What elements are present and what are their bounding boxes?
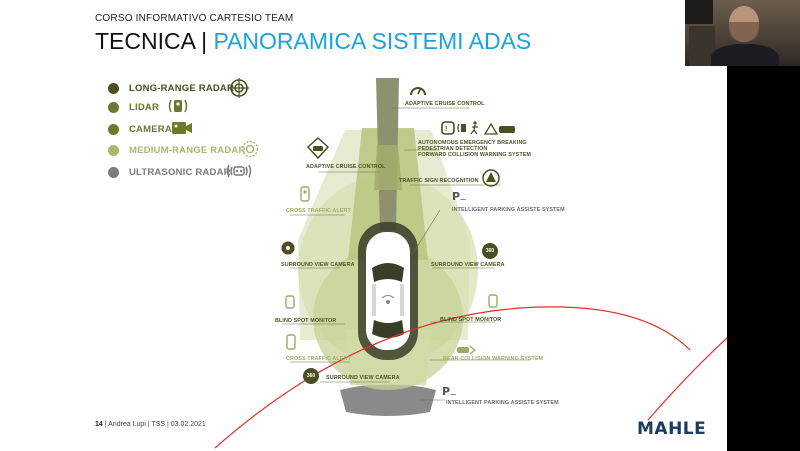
legend-label: CAMERA	[129, 123, 172, 135]
parking-icon: P⚊	[452, 190, 467, 203]
presentation-slide: CORSO INFORMATIVO CARTESIO TEAM TECNICA …	[0, 0, 727, 451]
label-parking-rear: INTELLIGENT PARKING ASSISTE SYSTEM	[446, 400, 559, 406]
label-aeb: AUTONOMOUS EMERGENCY BREAKING	[418, 140, 527, 146]
sensor-coverage-diagram	[214, 78, 727, 449]
label-blind-left: BLIND SPOT MONITOR	[275, 318, 337, 324]
slide-subtitle: CORSO INFORMATIVO CARTESIO TEAM	[95, 13, 294, 24]
car-top-view	[358, 222, 418, 360]
webcam-shelf	[685, 0, 713, 24]
cross-traffic-icon	[300, 186, 310, 202]
legend-item-long-range-radar: LONG-RANGE RADAR	[108, 78, 234, 98]
webcam-bookcase	[689, 26, 715, 66]
speedometer-icon	[410, 87, 426, 96]
aeb-icons: !	[441, 121, 515, 135]
legend-item-lidar: LIDAR	[108, 97, 159, 117]
label-acc-left: ADAPTIVE CRUISE CONTROL	[306, 164, 386, 170]
slide-title: TECNICA | PANORAMICA SISTEMI ADAS	[95, 28, 531, 55]
ultrasonic-icon	[226, 164, 252, 178]
legend-item-ultrasonic-radar: ULTRASONIC RADAR	[108, 162, 231, 182]
badge-360-rear-icon: 360	[303, 368, 319, 384]
legend-label: LONG-RANGE RADAR	[129, 82, 235, 94]
label-blind-right: BLIND SPOT MONITOR	[440, 317, 502, 323]
brand-logo: MAHLE	[637, 419, 707, 439]
label-rear-collision: REAR COLLISION WARNING SYSTEM	[443, 356, 544, 362]
rear-collision-icon	[457, 345, 477, 355]
annotation-curve	[214, 306, 691, 449]
medium-radar-icon	[241, 140, 259, 158]
label-traffic-sign: TRAFFIC SIGN RECOGNITION	[399, 178, 479, 184]
label-fcw: FORWARD COLLISION WARNING SYSTEM	[418, 152, 532, 158]
legend-item-medium-range-radar: MEDIUM-RANGE RADAR	[108, 140, 246, 160]
svg-text:!: !	[445, 126, 447, 133]
label-parking-front: INTELLIGENT PARKING ASSISTE SYSTEM	[452, 207, 565, 213]
title-main: TECNICA |	[95, 28, 208, 54]
legend-dot	[108, 123, 119, 135]
legend-label: ULTRASONIC RADAR	[129, 166, 231, 178]
legend-label: MEDIUM-RANGE RADAR	[129, 144, 246, 156]
label-surround-rear: SURROUND VIEW CAMERA	[326, 375, 400, 381]
legend-dot	[108, 82, 119, 94]
acc-car-icon	[306, 136, 330, 160]
lidar-icon	[168, 99, 188, 113]
parking-rear-icon: P⚊	[442, 385, 457, 398]
legend-item-camera: CAMERA	[108, 119, 172, 139]
label-cross-traffic-rear: CROSS TRAFFIC ALERT	[286, 356, 351, 362]
badge-360-icon: 360	[482, 243, 498, 259]
footer-text: | Andrea Lupi | TSS | 03.02.2021	[104, 421, 206, 428]
lidar-zone	[374, 145, 402, 190]
label-surround-right: SURROUND VIEW CAMERA	[431, 262, 505, 268]
surround-eye-icon	[281, 241, 295, 255]
legend-label: LIDAR	[129, 101, 160, 113]
label-cross-traffic-front: CROSS TRAFFIC ALERT	[286, 208, 351, 214]
annotation-stroke	[647, 337, 727, 421]
ultrasonic-rear-zone	[340, 384, 436, 416]
blind-spot-icon	[285, 295, 295, 309]
label-surround-left: SURROUND VIEW CAMERA	[281, 262, 355, 268]
blind-spot-right-icon	[488, 294, 498, 308]
camera-icon	[172, 122, 192, 134]
presenter-shirt	[711, 44, 779, 66]
leader-lines	[282, 107, 530, 401]
legend-dot	[108, 101, 119, 113]
presenter-webcam	[685, 0, 800, 66]
radar-target-icon	[229, 78, 249, 98]
title-highlight: PANORAMICA SISTEMI ADAS	[213, 28, 532, 54]
traffic-sign-icon	[482, 169, 500, 187]
page-number: 14	[95, 421, 103, 428]
legend-dot	[108, 166, 119, 178]
slide-footer: 14 | Andrea Lupi | TSS | 03.02.2021	[95, 421, 206, 428]
cross-traffic-rear-icon	[286, 334, 296, 350]
label-acc-front: ADAPTIVE CRUISE CONTROL	[405, 101, 485, 107]
presenter-beard	[729, 22, 759, 42]
label-pedestrian: PEDESTRIAN DETECTION	[418, 146, 488, 152]
legend-dot	[108, 144, 119, 156]
